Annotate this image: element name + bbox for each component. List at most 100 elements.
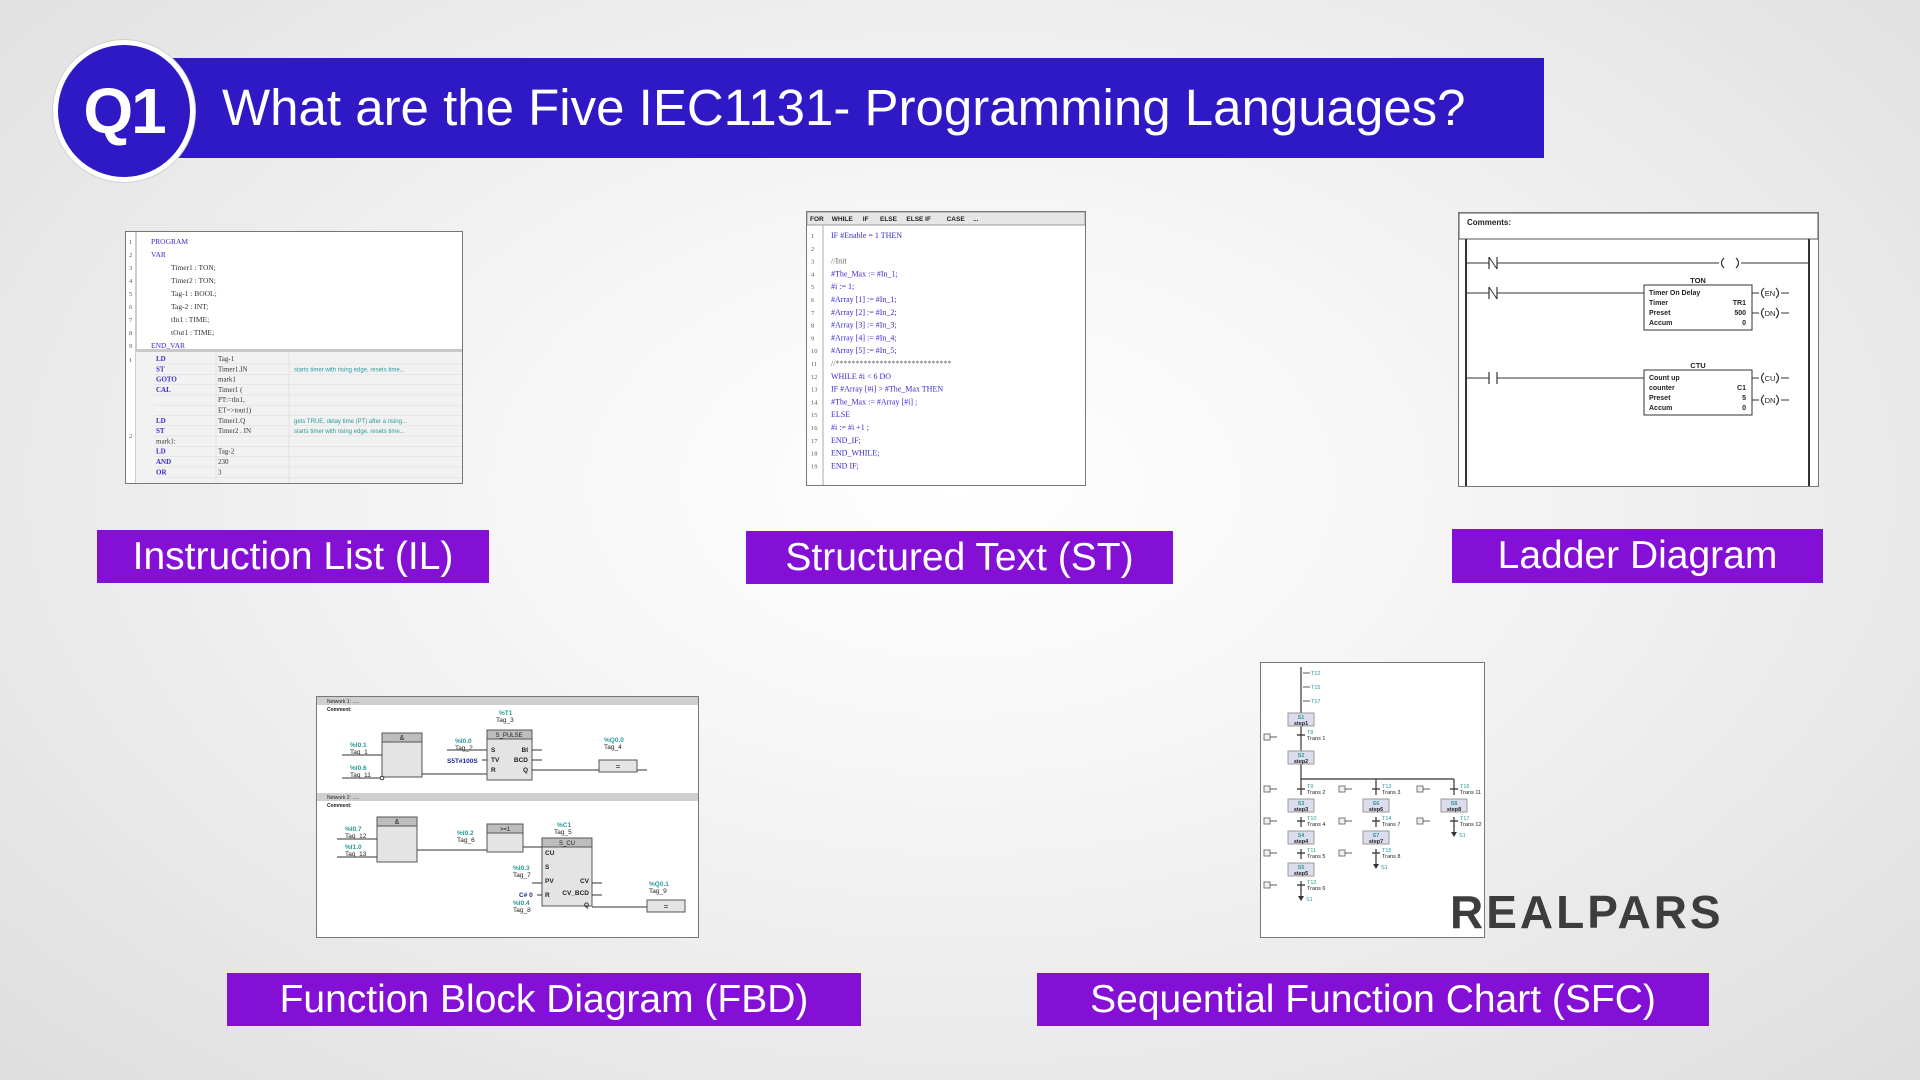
- line-number: 8: [811, 323, 814, 330]
- line-number: 1: [129, 357, 132, 364]
- sfc-transition-number: T14: [1382, 816, 1391, 822]
- instruction-list-label: Instruction List (IL): [97, 530, 489, 583]
- operand-tag: Tag_13: [345, 851, 367, 858]
- line-number: 5: [811, 284, 814, 291]
- il-operator: LD: [156, 417, 166, 425]
- network-comment: Comment:: [327, 803, 352, 809]
- pin-label: BI: [522, 747, 529, 754]
- st-code-line: END_WHILE;: [831, 449, 879, 458]
- sfc-step-name: step5: [1294, 871, 1308, 877]
- section-separator: [136, 349, 462, 352]
- st-code-line: #Array [2] := #In_2;: [831, 308, 897, 317]
- timer-address: %T1: [499, 710, 513, 717]
- toolbar-item: ELSE IF: [906, 216, 931, 223]
- coil-symbol: [1760, 287, 1780, 299]
- function-block-diagram-label: Function Block Diagram (FBD): [227, 973, 861, 1026]
- sfc-action-icon: [1416, 785, 1424, 793]
- st-code-line: END_IF;: [831, 436, 861, 445]
- function-block-diagram-drawing: Network 1: .....Comment:&%I0.1Tag_1%I0.6…: [317, 697, 698, 914]
- sfc-transition-number: T15: [1382, 848, 1391, 854]
- sfc-transition-number: T10: [1307, 816, 1316, 822]
- sfc-action-icon: [1263, 733, 1271, 741]
- var-declaration: Tag-2 : INT;: [171, 302, 208, 311]
- st-code-line: #Array [5] := #In_5;: [831, 346, 897, 355]
- operand-address: %I0.6: [350, 765, 367, 772]
- jump-arrow: [1451, 832, 1457, 837]
- network-header: [317, 697, 698, 705]
- sfc-transition-name: Trans 4: [1307, 822, 1325, 828]
- sfc-jump-in: T17: [1311, 699, 1320, 705]
- il-operand: Timer1 (: [218, 386, 243, 394]
- operand-address: %I0.3: [513, 865, 530, 872]
- line-number: 9: [811, 335, 814, 342]
- line-number: 3: [129, 265, 132, 272]
- sfc-transition-number: T17: [1460, 816, 1469, 822]
- toolbar-item: ELSE: [880, 216, 898, 223]
- ladder-diagram-label: Ladder Diagram: [1452, 529, 1823, 583]
- st-code-line: #The_Max := #Array [#i] ;: [831, 397, 917, 406]
- il-operand: 3: [218, 468, 222, 476]
- sfc-transition-name: Trans 1: [1307, 736, 1325, 742]
- sfc-step-name: step8: [1447, 807, 1461, 813]
- block-param: Preset: [1649, 310, 1671, 317]
- operand-tag: Tag_9: [649, 888, 667, 895]
- sfc-step-box: [1440, 798, 1468, 813]
- operand-tag: Tag_8: [513, 907, 531, 914]
- st-code-line: END IF;: [831, 461, 859, 470]
- st-code-line: WHILE #i < 6 DO: [831, 372, 891, 381]
- structured-text-label: Structured Text (ST): [746, 531, 1173, 584]
- il-operator: ST: [156, 427, 165, 435]
- counter-preset: C# 0: [519, 892, 533, 899]
- block-value: 0: [1742, 405, 1746, 412]
- coil-symbol: [1720, 257, 1740, 269]
- il-operand: Timer1.Q: [218, 417, 245, 425]
- st-code-line: #The_Max := #In_1;: [831, 269, 898, 278]
- operand-address: %I0.2: [457, 830, 474, 837]
- sfc-action-icon: [1263, 785, 1271, 793]
- line-number: 6: [129, 304, 133, 311]
- coil-label: DN: [1765, 309, 1776, 318]
- toolbar-background: [807, 212, 1085, 226]
- ton-title: TON: [1690, 276, 1706, 285]
- block-param: Accum: [1649, 320, 1672, 327]
- block-param: Count up: [1649, 375, 1680, 382]
- block-param: Timer On Delay: [1649, 290, 1700, 297]
- block-value: 0: [1742, 320, 1746, 327]
- operand-address: %Q0.0: [604, 737, 624, 744]
- line-number: 8: [129, 330, 132, 337]
- il-comment: starts timer with rising edge, resets ti…: [294, 429, 405, 435]
- sfc-transition-name: Trans 3: [1382, 790, 1400, 796]
- counter-tag: Tag_5: [554, 829, 572, 836]
- sfc-step-box: [1362, 798, 1390, 813]
- counter-address: %C1: [557, 822, 571, 829]
- or-symbol: >=1: [500, 827, 511, 833]
- title-banner: [170, 58, 1544, 158]
- line-number: 10: [811, 348, 818, 355]
- jump-arrow: [1373, 864, 1379, 869]
- operand-address: %Q0.1: [649, 881, 669, 888]
- operand-tag: Tag_11: [350, 772, 371, 779]
- sfc-step-number: S2: [1298, 753, 1305, 759]
- st-code-line: //*****************************: [831, 359, 951, 368]
- or-header: [486, 823, 524, 834]
- block-value: TR1: [1733, 300, 1746, 307]
- sfc-step-number: S7: [1373, 833, 1380, 839]
- il-operator: LD: [156, 448, 166, 456]
- st-code-line: #i := 1;: [831, 282, 854, 291]
- ton-block: [1643, 284, 1753, 331]
- contact-slash: [1488, 286, 1498, 300]
- sfc-transition-name: Trans 12: [1460, 822, 1482, 828]
- line-number: 12: [811, 374, 818, 381]
- and-symbol: &: [400, 735, 405, 742]
- assign-block: [598, 759, 638, 773]
- sfc-step-box: [1287, 798, 1315, 813]
- sfc-step-number: S3: [1298, 801, 1305, 807]
- il-operand: mark1: [218, 376, 236, 384]
- st-code-line: #Array [4] := #In_4;: [831, 333, 897, 342]
- pin-label: BCD: [514, 757, 528, 764]
- st-code-line: ELSE: [831, 410, 850, 419]
- sfc-step-number: S8: [1451, 801, 1458, 807]
